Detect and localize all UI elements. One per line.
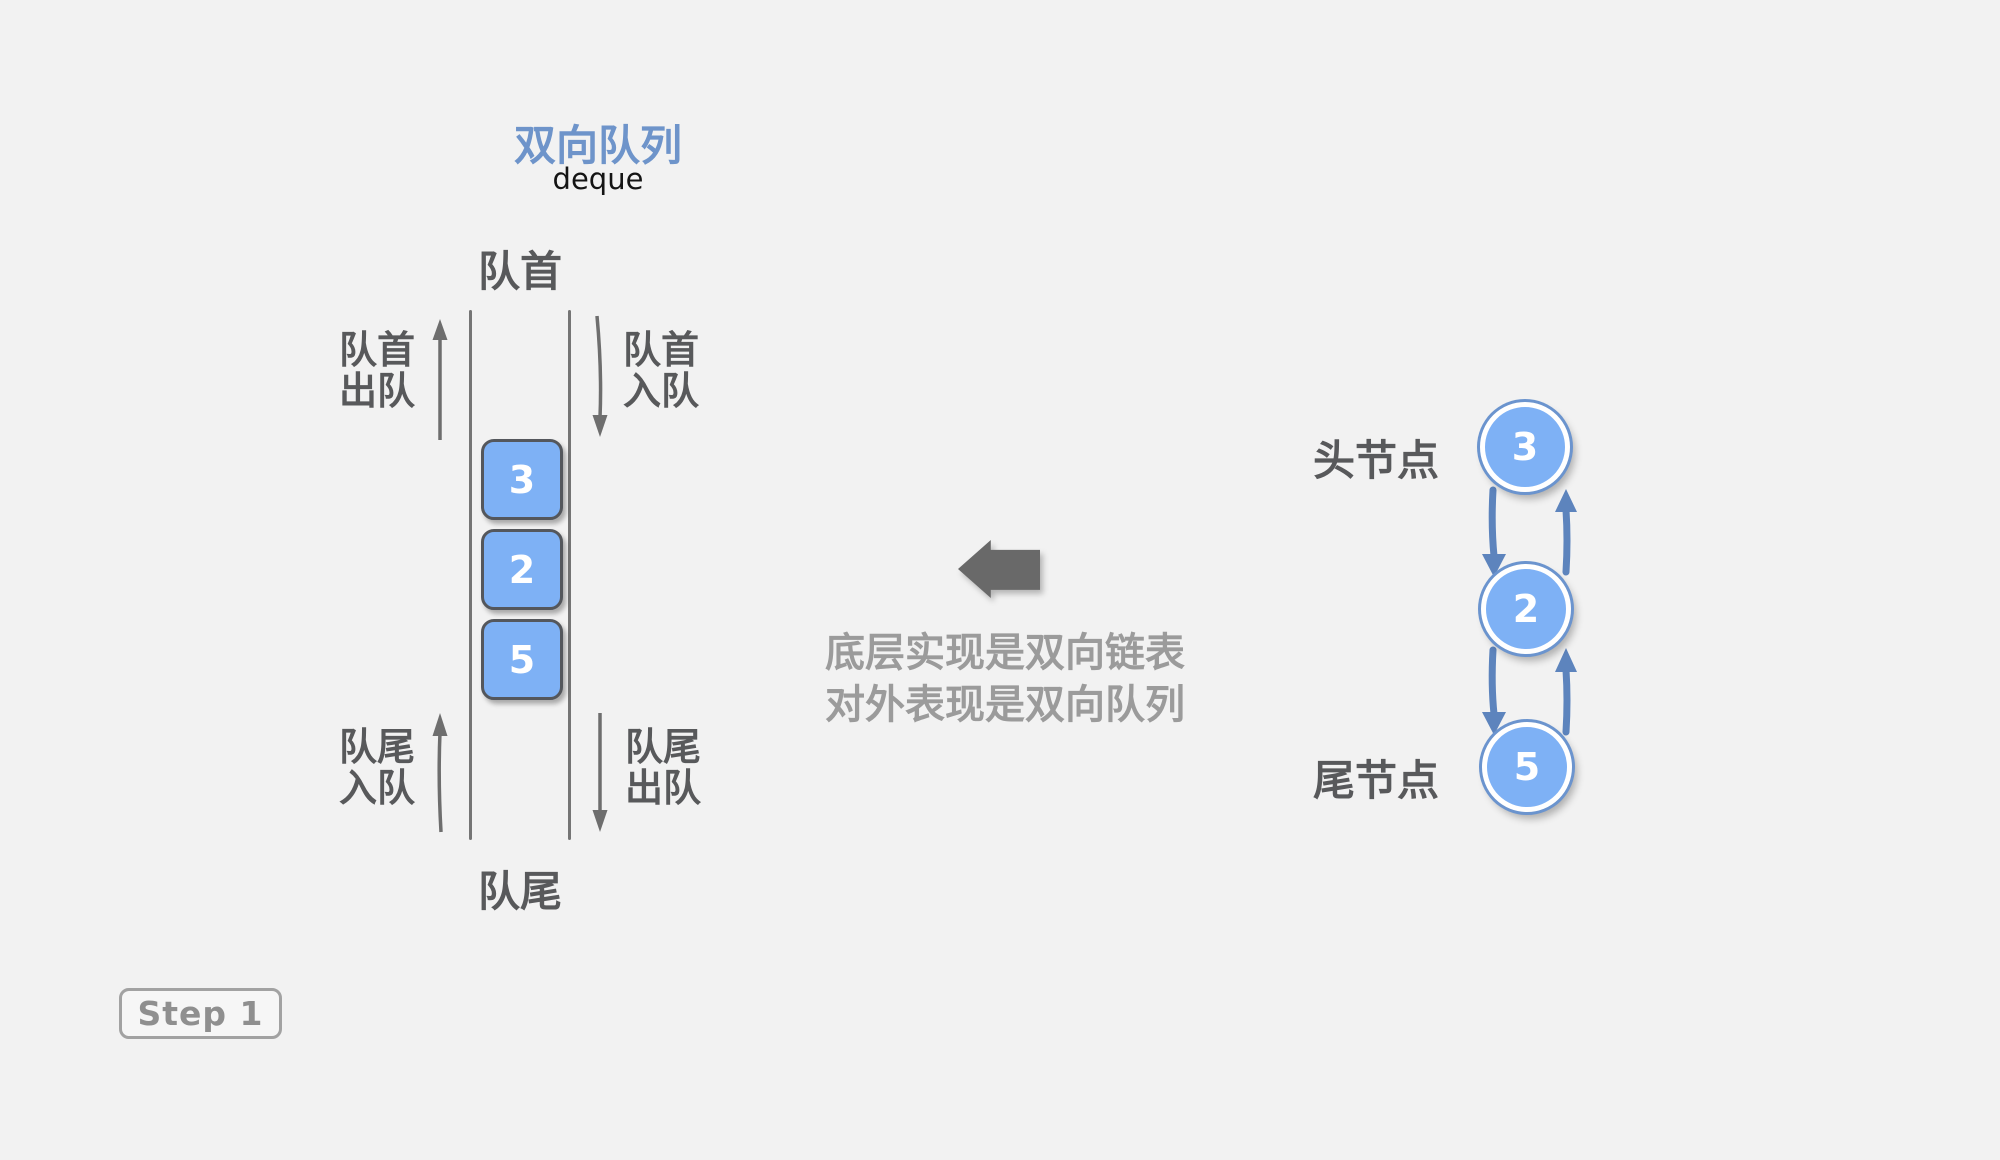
queue-wall-right <box>568 310 571 840</box>
implementation-caption-line2: 对外表现是双向队列 <box>825 682 1185 728</box>
op-label-line: 入队 <box>623 369 700 413</box>
rear-dequeue-arrow-icon <box>592 713 608 832</box>
queue-rear-label: 队尾 <box>477 867 562 916</box>
link-arrow-down-1-icon <box>1482 486 1506 577</box>
queue-item: 5 <box>481 619 563 700</box>
step-badge: Step 1 <box>119 988 282 1039</box>
queue-front-label: 队首 <box>477 247 562 296</box>
op-label-line: 出队 <box>338 369 415 413</box>
deque-title-zh: 双向队列 <box>513 121 682 170</box>
tail-node-label: 尾节点 <box>1313 756 1440 805</box>
left-block-arrow-icon <box>958 540 1040 598</box>
list-node: 5 <box>1482 722 1572 812</box>
list-node: 2 <box>1481 564 1571 654</box>
op-label-line: 出队 <box>625 766 702 810</box>
op-label-rear-dequeue: 队尾 出队 <box>625 727 795 809</box>
list-node: 3 <box>1480 402 1570 492</box>
link-arrow-up-2-icon <box>1555 648 1577 736</box>
queue-wall-left <box>469 310 472 840</box>
rear-enqueue-arrow-icon <box>432 713 448 833</box>
queue-item: 3 <box>481 439 563 520</box>
front-dequeue-arrow-icon <box>432 319 448 440</box>
link-arrow-down-2-icon <box>1482 646 1506 735</box>
op-label-front-enqueue: 队首 入队 <box>623 330 793 412</box>
queue-item: 2 <box>481 529 563 610</box>
front-enqueue-arrow-icon <box>592 315 608 437</box>
op-label-line: 队尾 <box>625 725 702 769</box>
queue-operation-arrows <box>432 315 608 833</box>
head-node-label: 头节点 <box>1313 436 1440 485</box>
op-label-line: 队首 <box>623 328 700 372</box>
op-label-line: 队首 <box>338 328 415 372</box>
op-label-line: 入队 <box>338 766 415 810</box>
op-label-line: 队尾 <box>338 725 415 769</box>
linked-list-pointer-arrows <box>1482 486 1577 736</box>
deque-title-en: deque <box>552 162 644 196</box>
op-label-front-dequeue: 队首 出队 <box>260 330 415 412</box>
implementation-caption-line1: 底层实现是双向链表 <box>825 630 1185 676</box>
link-arrow-up-1-icon <box>1555 489 1577 576</box>
op-label-rear-enqueue: 队尾 入队 <box>260 727 415 809</box>
